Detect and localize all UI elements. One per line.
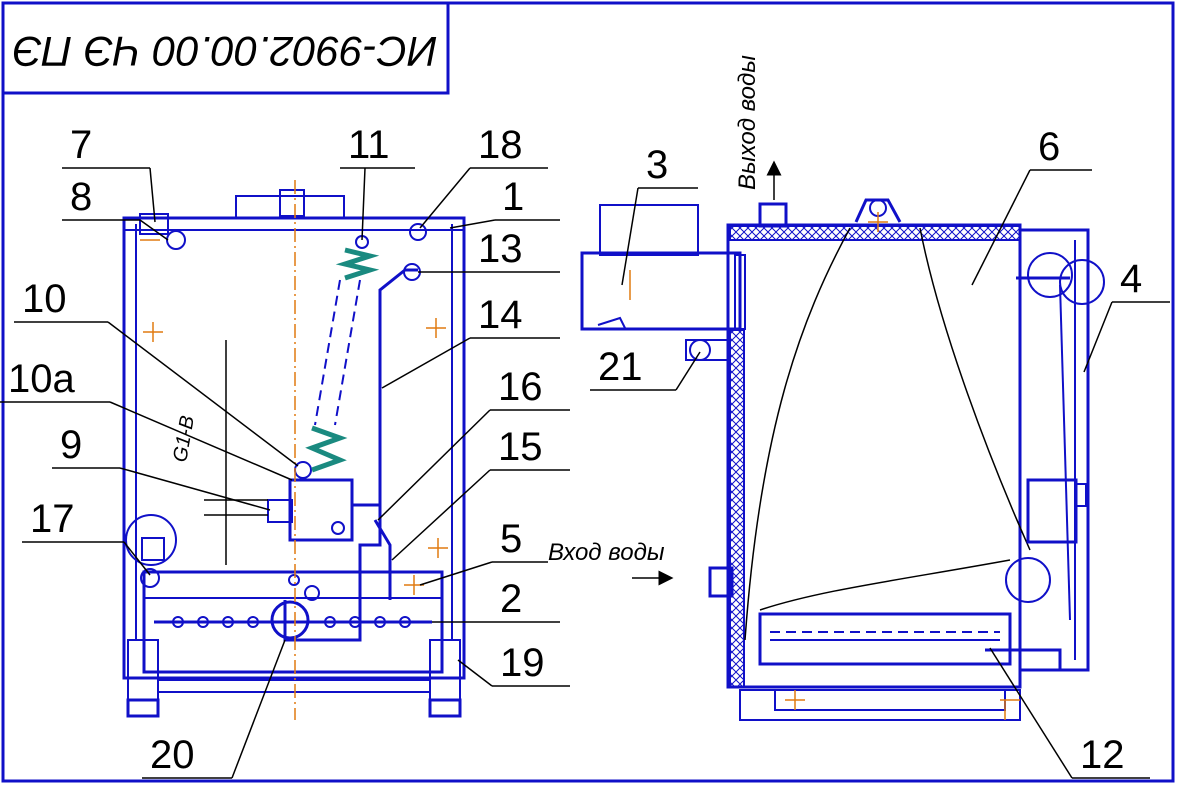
burner-nozzles (172, 616, 411, 628)
callout-8: 8 (62, 175, 169, 241)
callout-16: 16 (377, 365, 570, 521)
callout-6: 6 (971, 125, 1092, 286)
callout-21-label: 21 (598, 345, 643, 389)
callout-5-label: 5 (500, 517, 522, 561)
callout-7-label: 7 (70, 123, 92, 167)
callout-4: 4 (1083, 257, 1170, 373)
callout-3: 3 (621, 143, 698, 286)
side-insulation (729, 329, 745, 688)
callout-12-label: 12 (1080, 733, 1125, 777)
callout-17-label: 17 (30, 497, 75, 541)
drawing-code: ИС-9902.00.00 ЧЭ ПЭ (13, 28, 438, 75)
callout-16-label: 16 (498, 365, 543, 409)
callout-13: 13 (418, 227, 560, 273)
callout-9-label: 9 (60, 423, 82, 467)
callout-18: 18 (419, 123, 548, 229)
callout-10: 10 (14, 277, 299, 467)
callout-10-label: 10 (22, 277, 67, 321)
callout-12: 12 (989, 647, 1150, 779)
callout-15-label: 15 (498, 425, 543, 469)
callout-18-label: 18 (478, 123, 523, 167)
control-box (599, 204, 699, 256)
callout-17: 17 (22, 497, 151, 576)
callout-19: 19 (457, 641, 570, 687)
side-burner (758, 612, 1012, 666)
pilot-tube (378, 268, 418, 505)
water-out-label: Выход воды (734, 55, 761, 190)
callout-1-label: 1 (502, 175, 524, 219)
water-in-marker: Вход воды (548, 539, 674, 586)
boiler-body-side (726, 223, 1022, 689)
callout-14-label: 14 (478, 293, 523, 337)
callout-5: 5 (419, 517, 548, 586)
callout-3-label: 3 (646, 143, 668, 187)
side-view (580, 198, 1105, 721)
callout-1: 1 (449, 175, 560, 229)
callout-19-label: 19 (500, 641, 545, 685)
title-stamp: ИС-9902.00.00 ЧЭ ПЭ (3, 1, 450, 95)
gas-valve (288, 478, 354, 542)
callout-6-label: 6 (1038, 125, 1060, 169)
callout-7: 7 (62, 123, 156, 223)
callout-20-label: 20 (150, 733, 195, 777)
callout-2-label: 2 (500, 577, 522, 621)
thermostat-spring-bottom (305, 425, 348, 473)
callout-14: 14 (381, 293, 560, 389)
callout-13-label: 13 (478, 227, 523, 271)
callout-21: 21 (590, 345, 701, 391)
thermostat-spring-top (335, 247, 380, 281)
boiler-body-front (122, 216, 466, 680)
centre-marks-side (629, 212, 1020, 720)
water-out-marker: Выход воды (734, 55, 782, 200)
water-in-label: Вход воды (548, 539, 665, 566)
callout-2: 2 (432, 577, 560, 623)
callout-9: 9 (52, 423, 271, 511)
callout-20: 20 (142, 639, 286, 779)
callout-10a-label: 10a (8, 357, 75, 401)
callout-8-label: 8 (70, 175, 92, 219)
callout-11-label: 11 (348, 123, 390, 167)
callout-4-label: 4 (1120, 257, 1142, 301)
callout-10a: 10a (0, 357, 293, 481)
callout-15: 15 (391, 425, 570, 561)
callout-11: 11 (340, 123, 415, 241)
centre-marks-front (140, 239, 448, 595)
top-insulation (729, 225, 1021, 241)
combustion-chamber-curve (744, 227, 851, 641)
front-view: G1-B (122, 180, 466, 720)
